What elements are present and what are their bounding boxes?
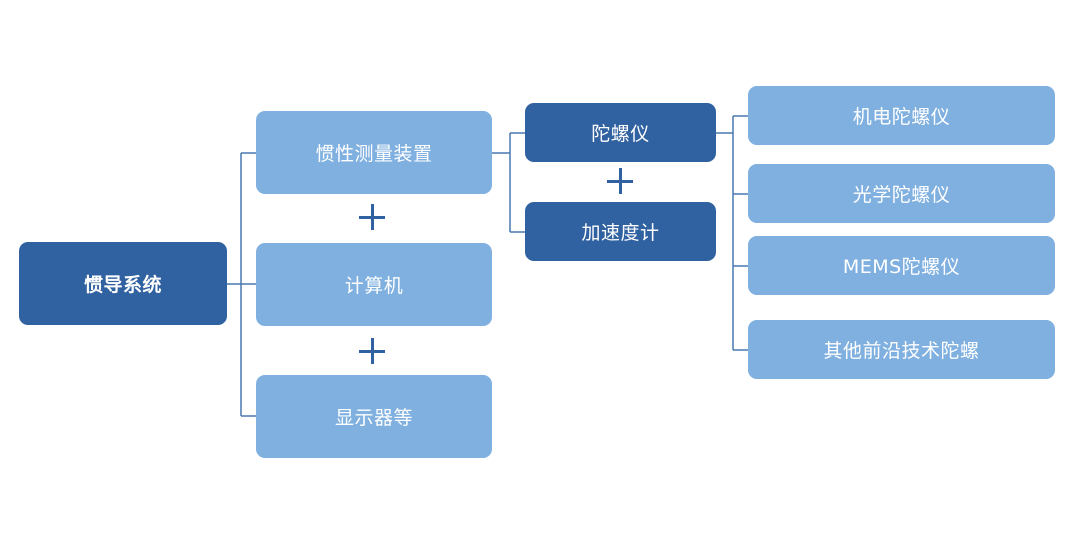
node-display: 显示器等 [256, 375, 492, 458]
node-gyroscope: 陀螺仪 [525, 103, 716, 162]
node-label: 惯性测量装置 [315, 143, 433, 165]
connector-gyro-level3 [716, 115, 748, 351]
node-label: 陀螺仪 [591, 123, 650, 145]
plus-icon [359, 338, 385, 364]
node-label: 机电陀螺仪 [852, 106, 951, 128]
node-inertial-navigation-system: 惯导系统 [19, 242, 227, 325]
node-label: MEMS陀螺仪 [842, 256, 961, 278]
node-computer: 计算机 [256, 243, 492, 326]
plus-icon [607, 168, 633, 194]
node-label: 惯导系统 [83, 274, 162, 296]
node-label: 计算机 [344, 275, 404, 297]
plus-icon [359, 204, 385, 230]
node-label: 光学陀螺仪 [852, 184, 951, 206]
node-label: 加速度计 [581, 222, 660, 244]
node-label: 其他前沿技术陀螺 [823, 340, 980, 362]
connector-root-level1 [227, 152, 256, 417]
node-mems-gyroscope: MEMS陀螺仪 [748, 236, 1055, 295]
node-optical-gyroscope: 光学陀螺仪 [748, 164, 1055, 223]
node-electromechanical-gyroscope: 机电陀螺仪 [748, 86, 1055, 145]
node-inertial-measurement-unit: 惯性测量装置 [256, 111, 492, 194]
node-frontier-gyroscope: 其他前沿技术陀螺 [748, 320, 1055, 379]
node-label: 显示器等 [334, 407, 413, 429]
node-accelerometer: 加速度计 [525, 202, 716, 261]
connector-imu-level2 [492, 132, 525, 233]
